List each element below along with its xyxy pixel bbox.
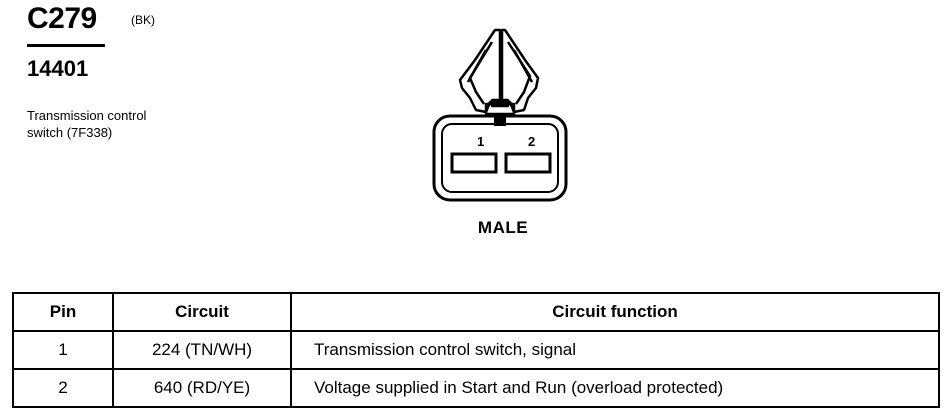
connector-face-diagram: 1 2: [432, 28, 568, 202]
key-notch: [494, 116, 506, 126]
header-circuit-function: Circuit function: [290, 292, 940, 332]
pin-2-label: 2: [528, 134, 535, 149]
pin-1-label: 1: [477, 134, 484, 149]
connector-housing: [432, 114, 568, 202]
connector-gender-label: MALE: [477, 218, 529, 237]
row-pin: 2: [12, 368, 114, 408]
table-row: 2 640 (RD/YE) Voltage supplied in Start …: [12, 368, 940, 408]
row-circuit: 224 (TN/WH): [112, 330, 292, 370]
row-function: Voltage supplied in Start and Run (overl…: [290, 368, 940, 408]
header-pin: Pin: [12, 292, 114, 332]
row-circuit: 640 (RD/YE): [112, 368, 292, 408]
part-number: 14401: [27, 56, 89, 81]
description-line-2: switch (7F338): [27, 125, 113, 140]
locking-tab: [458, 28, 540, 116]
connector-id: C279: [27, 2, 97, 35]
pin-1-cavity: [450, 152, 498, 174]
row-pin: 1: [12, 330, 114, 370]
table-row: 1 224 (TN/WH) Transmission control switc…: [12, 330, 940, 370]
description-line-1: Transmission control: [27, 108, 147, 123]
color-code: (BK): [131, 13, 155, 27]
table-header-row: Pin Circuit Circuit function: [12, 292, 940, 332]
header-circuit: Circuit: [112, 292, 292, 332]
pin-2-cavity: [504, 152, 552, 174]
title-rule: [27, 44, 105, 47]
pin-table: Pin Circuit Circuit function 1 224 (TN/W…: [12, 292, 940, 408]
component-description: Transmission control switch (7F338): [27, 107, 227, 141]
row-function: Transmission control switch, signal: [290, 330, 940, 370]
